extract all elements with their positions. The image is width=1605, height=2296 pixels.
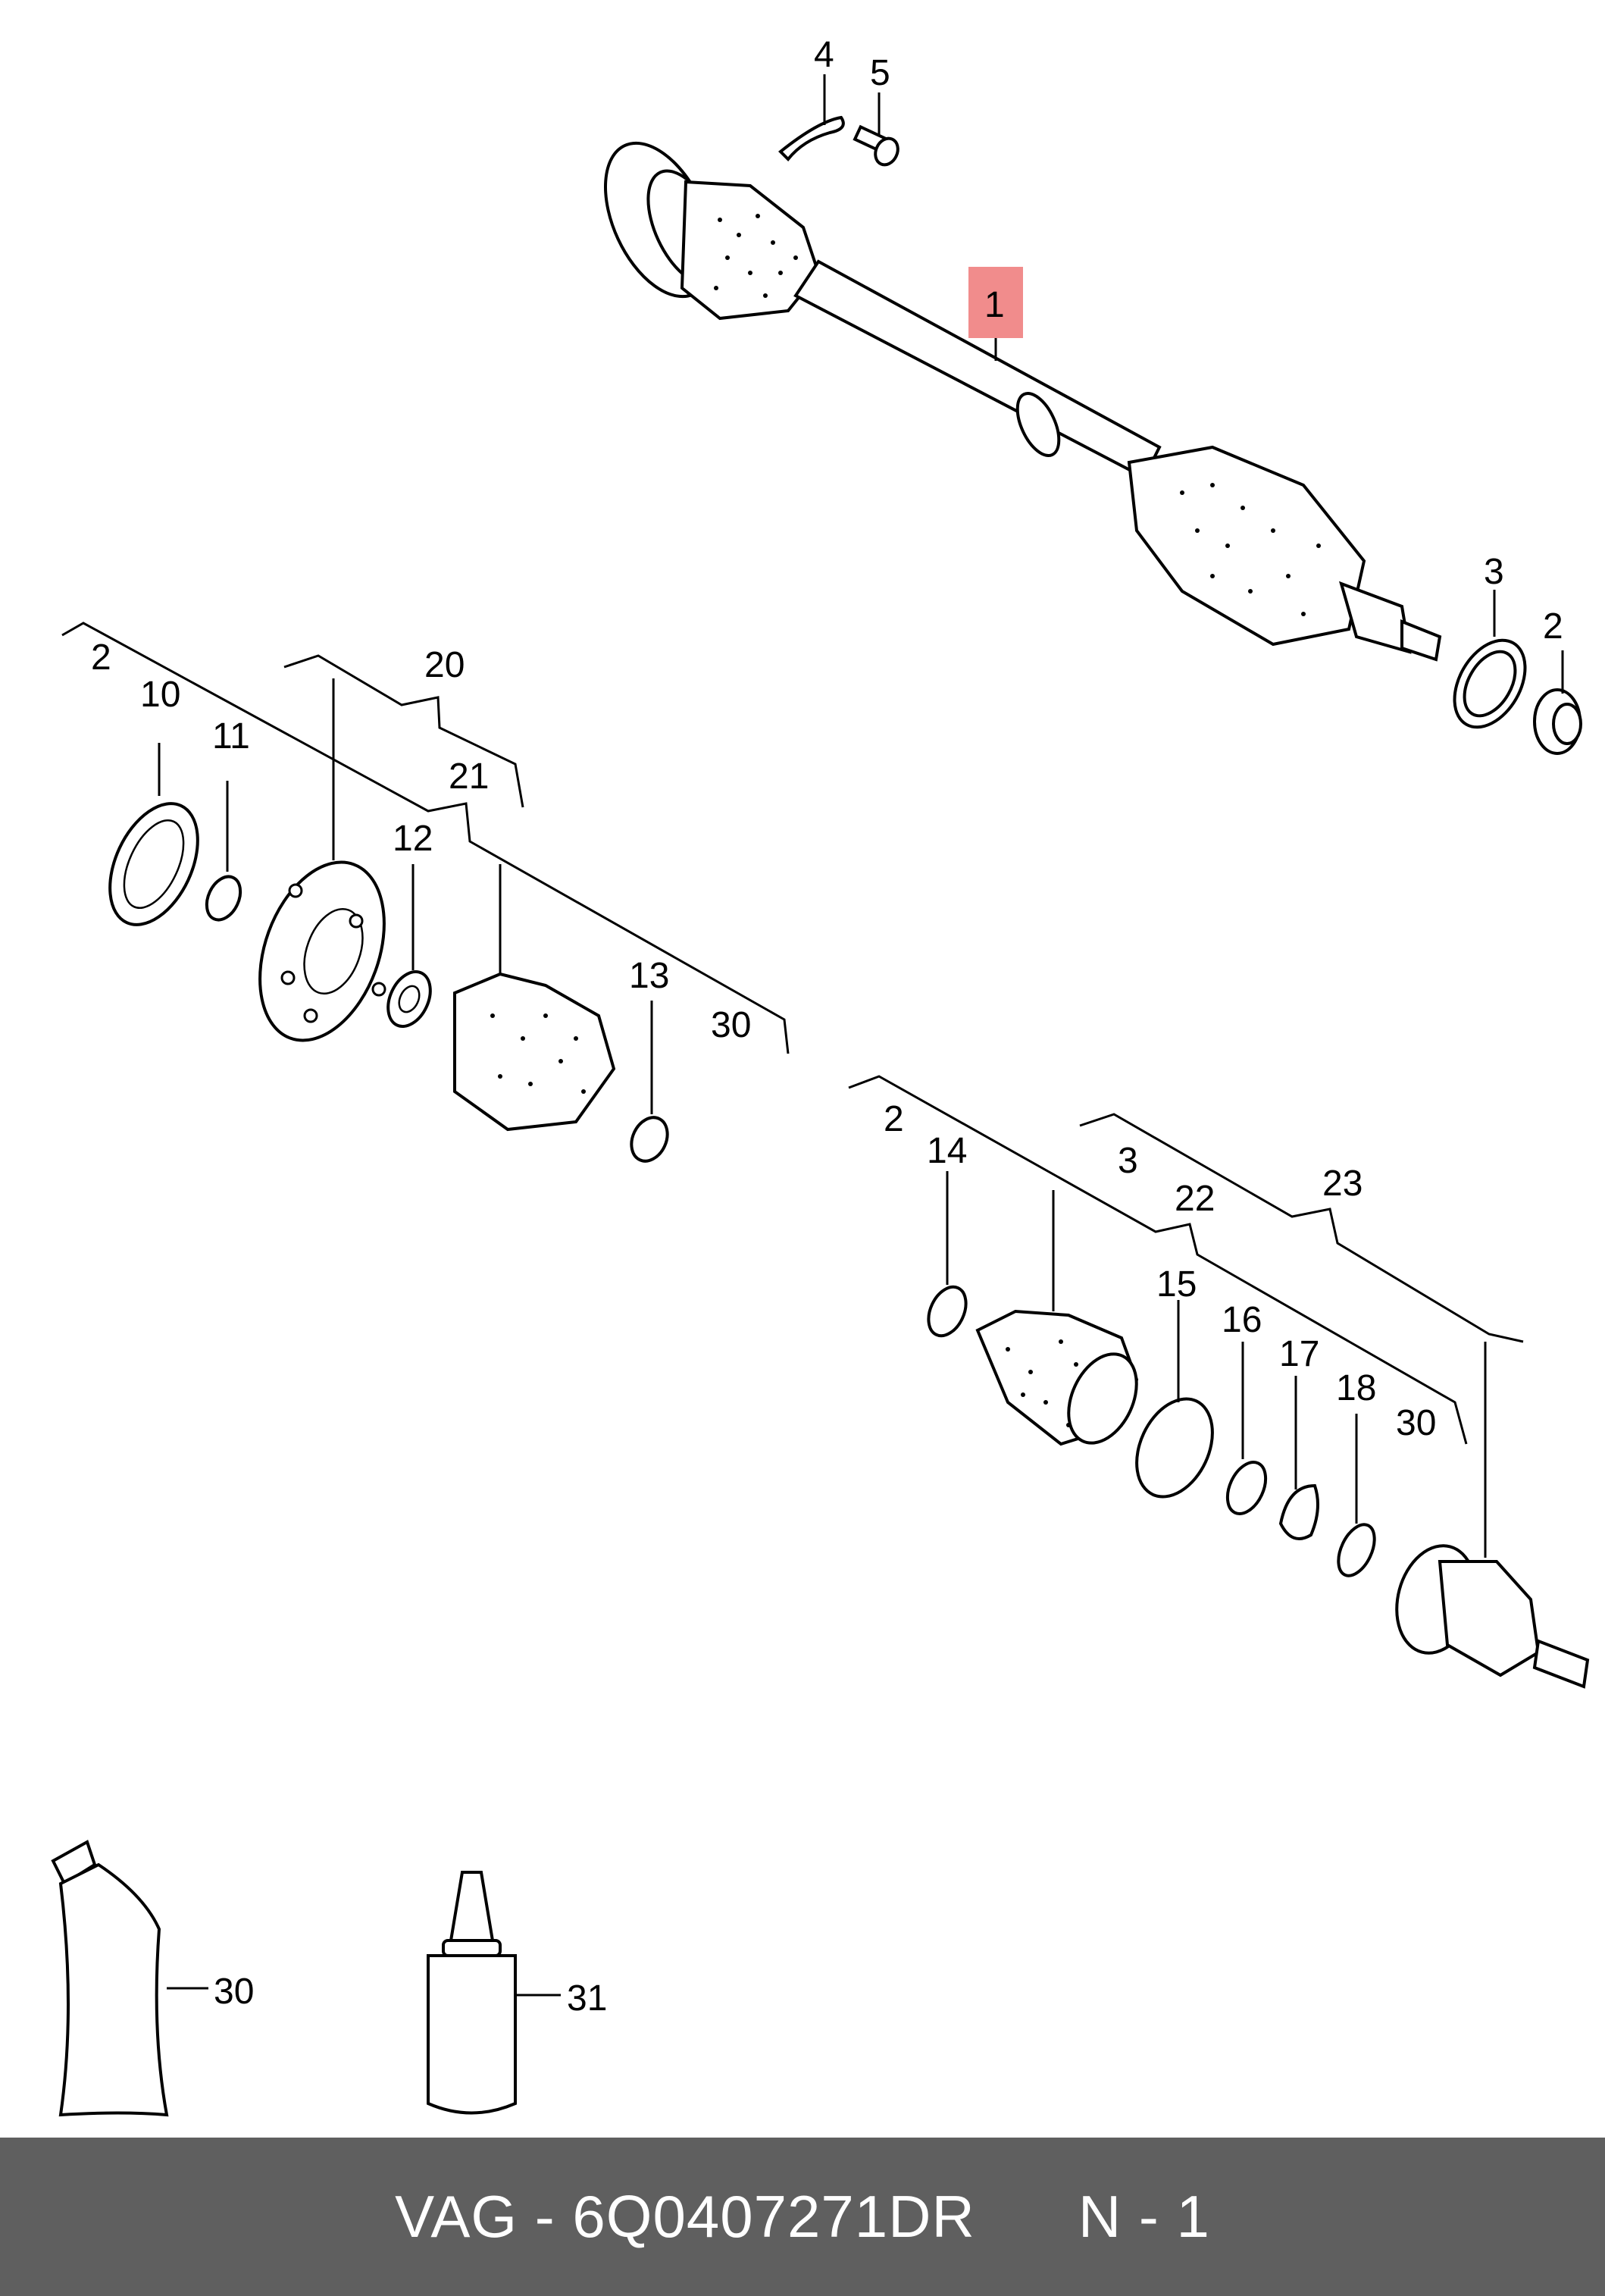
- callout-3: 3: [1484, 552, 1504, 592]
- callout-20: 20: [424, 645, 465, 685]
- callout-30: 30: [214, 1972, 254, 2012]
- outer-joint-group: [848, 1075, 1590, 1689]
- callout-23: 23: [1322, 1164, 1363, 1204]
- callout-11: 11: [212, 716, 250, 756]
- nut-part-2: [1533, 688, 1582, 755]
- quantity: N - 1: [1078, 2183, 1210, 2250]
- callout-2: 2: [91, 637, 111, 678]
- callout-22: 22: [1175, 1179, 1215, 1219]
- callout-13: 13: [629, 956, 669, 996]
- circlip-part-4: [778, 115, 845, 161]
- bolt-part-5: [853, 124, 899, 167]
- footer-caption: VAG - 6Q0407271DR N - 1: [0, 2138, 1605, 2296]
- callout-16: 16: [1222, 1300, 1262, 1340]
- callout-4: 4: [814, 35, 834, 75]
- callout-14: 14: [927, 1131, 967, 1171]
- callout-3: 3: [1118, 1141, 1138, 1181]
- grease-tube-part-30: [51, 1840, 208, 2117]
- footer-spacer: [975, 2182, 1078, 2251]
- callout-31: 31: [567, 1978, 607, 2019]
- callout-18: 18: [1336, 1368, 1376, 1408]
- callout-2: 2: [884, 1099, 904, 1139]
- drive-shaft-assembly: [604, 141, 1442, 662]
- callout-2: 2: [1543, 606, 1563, 647]
- callout-10: 10: [140, 675, 180, 715]
- callout-12: 12: [393, 819, 433, 859]
- callout-5: 5: [870, 53, 890, 93]
- bottle-part-31: [427, 1871, 561, 2115]
- callout-17: 17: [1279, 1334, 1319, 1374]
- callout-30: 30: [711, 1005, 751, 1045]
- callout-1: 1: [984, 285, 1005, 325]
- footer-bar: VAG - 6Q0407271DR N - 1: [0, 2138, 1605, 2296]
- callout-30: 30: [1396, 1403, 1436, 1443]
- part-number: VAG - 6Q0407271DR: [395, 2183, 975, 2250]
- highlight-part-1: [968, 267, 1023, 338]
- exploded-parts-diagram: 1 2 2 2 3 3 4 5 10 11 12 13 14 15 16 17 …: [51, 35, 1590, 2117]
- inner-joint-group: [61, 622, 790, 1163]
- callout-21: 21: [449, 756, 489, 797]
- callout-15: 15: [1156, 1264, 1197, 1305]
